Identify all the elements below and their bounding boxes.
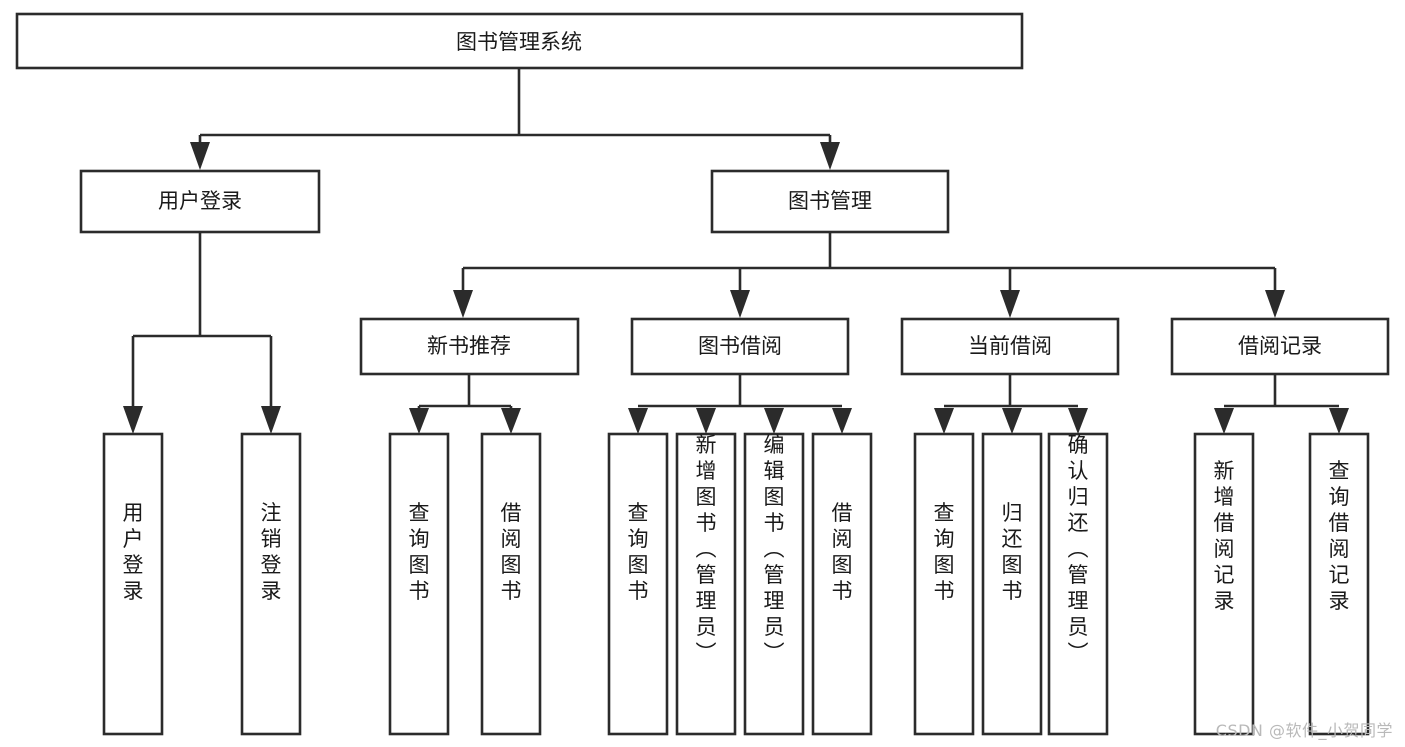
leaf-query-book-2-label: 查询图书 xyxy=(628,501,649,603)
borrow-record-box[interactable] xyxy=(1170,317,1390,376)
leaf-add-borrow-record-box[interactable] xyxy=(1193,432,1255,736)
leaf-borrow-book-2-box[interactable] xyxy=(811,432,873,736)
leaf-query-book-2-box[interactable] xyxy=(607,432,669,736)
arrow-to-leaf-return-book xyxy=(1002,408,1022,434)
leaf-logout-login-box[interactable] xyxy=(240,432,302,736)
leaf-borrow-book-1-label: 借阅图书 xyxy=(501,501,522,603)
node-borrow-record[interactable]: 借阅记录 xyxy=(1170,317,1390,376)
user-login-label: 用户登录 xyxy=(158,189,242,213)
root-label: 图书管理系统 xyxy=(456,30,582,54)
leaf-user-login-box[interactable] xyxy=(102,432,164,736)
leaf-query-borrow-record-label: 查询借阅记录 xyxy=(1329,459,1350,613)
leaf-edit-book-admin-label: 编辑图书︵管理员︶ xyxy=(764,433,785,665)
node-leaf-logout-login[interactable]: 注销登录 xyxy=(240,432,302,736)
current-borrow-label: 当前借阅 xyxy=(968,334,1052,358)
user-login-box[interactable] xyxy=(79,169,321,234)
root-box[interactable] xyxy=(15,12,1024,70)
node-user-login[interactable]: 用户登录 xyxy=(79,169,321,234)
arrow-to-book-borrow xyxy=(730,290,750,318)
book-borrow-label: 图书借阅 xyxy=(698,334,782,358)
leaf-logout-login-label: 注销登录 xyxy=(261,501,282,603)
current-borrow-box[interactable] xyxy=(900,317,1120,376)
node-leaf-query-book-1[interactable]: 查询图书 xyxy=(388,432,450,736)
new-book-recommend-label: 新书推荐 xyxy=(427,334,511,358)
leaf-query-book-3-label: 查询图书 xyxy=(934,501,955,603)
leaf-add-book-admin-box[interactable] xyxy=(675,432,737,736)
arrow-to-leaf-edit-book-admin xyxy=(764,408,784,434)
arrow-to-leaf-confirm-return-admin xyxy=(1068,408,1088,434)
node-leaf-confirm-return-admin[interactable]: 确认归还︵管理员︶ xyxy=(1047,432,1109,736)
node-leaf-edit-book-admin[interactable]: 编辑图书︵管理员︶ xyxy=(743,432,805,736)
leaf-user-login-label: 用户登录 xyxy=(123,501,144,603)
leaf-query-borrow-record-box[interactable] xyxy=(1308,432,1370,736)
arrow-to-leaf-borrow-book-2 xyxy=(832,408,852,434)
leaf-borrow-book-2-label: 借阅图书 xyxy=(832,501,853,603)
arrow-to-leaf-borrow-book-1 xyxy=(501,408,521,434)
leaf-query-book-1-box[interactable] xyxy=(388,432,450,736)
node-leaf-add-borrow-record[interactable]: 新增借阅记录 xyxy=(1193,432,1255,736)
leaf-confirm-return-admin-box[interactable] xyxy=(1047,432,1109,736)
arrow-to-book-management xyxy=(820,142,840,170)
node-leaf-borrow-book-1[interactable]: 借阅图书 xyxy=(480,432,542,736)
book-management-label: 图书管理 xyxy=(788,189,872,213)
leaf-query-book-3-box[interactable] xyxy=(913,432,975,736)
node-leaf-return-book[interactable]: 归还图书 xyxy=(981,432,1043,736)
leaf-query-book-1-label: 查询图书 xyxy=(409,501,430,603)
arrow-to-user-login xyxy=(190,142,210,170)
arrow-to-leaf-query-borrow-record xyxy=(1329,408,1349,434)
node-current-borrow[interactable]: 当前借阅 xyxy=(900,317,1120,376)
leaf-return-book-label: 归还图书 xyxy=(1002,501,1023,603)
connectors-layer xyxy=(123,68,1349,434)
book-borrow-box[interactable] xyxy=(630,317,850,376)
leaf-edit-book-admin-box[interactable] xyxy=(743,432,805,736)
arrow-to-new-book-recommend xyxy=(453,290,473,318)
leaf-return-book-box[interactable] xyxy=(981,432,1043,736)
arrow-to-leaf-query-book-1 xyxy=(409,408,429,434)
node-leaf-query-book-3[interactable]: 查询图书 xyxy=(913,432,975,736)
node-new-book-recommend[interactable]: 新书推荐 xyxy=(359,317,580,376)
arrow-to-current-borrow xyxy=(1000,290,1020,318)
node-book-borrow[interactable]: 图书借阅 xyxy=(630,317,850,376)
node-leaf-add-book-admin[interactable]: 新增图书︵管理员︶ xyxy=(675,432,737,736)
leaf-add-book-admin-label: 新增图书︵管理员︶ xyxy=(696,433,717,665)
csdn-watermark: CSDN @软件_小贺同学 xyxy=(1215,721,1393,740)
node-root[interactable]: 图书管理系统 xyxy=(15,12,1024,70)
book-management-box[interactable] xyxy=(710,169,950,234)
arrow-to-leaf-logout-login xyxy=(261,406,281,434)
new-book-recommend-box[interactable] xyxy=(359,317,580,376)
arrow-to-leaf-query-book-3 xyxy=(934,408,954,434)
node-leaf-query-book-2[interactable]: 查询图书 xyxy=(607,432,669,736)
arrow-to-leaf-add-borrow-record xyxy=(1214,408,1234,434)
arrow-to-leaf-query-book-2 xyxy=(628,408,648,434)
borrow-record-label: 借阅记录 xyxy=(1238,334,1322,358)
node-leaf-user-login[interactable]: 用户登录 xyxy=(102,432,164,736)
node-book-management[interactable]: 图书管理 xyxy=(710,169,950,234)
leaf-borrow-book-1-box[interactable] xyxy=(480,432,542,736)
arrow-to-borrow-record xyxy=(1265,290,1285,318)
node-leaf-borrow-book-2[interactable]: 借阅图书 xyxy=(811,432,873,736)
node-leaf-query-borrow-record[interactable]: 查询借阅记录 xyxy=(1308,432,1370,736)
arrow-to-leaf-user-login xyxy=(123,406,143,434)
arrow-to-leaf-add-book-admin xyxy=(696,408,716,434)
leaf-confirm-return-admin-label: 确认归还︵管理员︶ xyxy=(1068,433,1089,665)
leaf-add-borrow-record-label: 新增借阅记录 xyxy=(1214,459,1235,613)
